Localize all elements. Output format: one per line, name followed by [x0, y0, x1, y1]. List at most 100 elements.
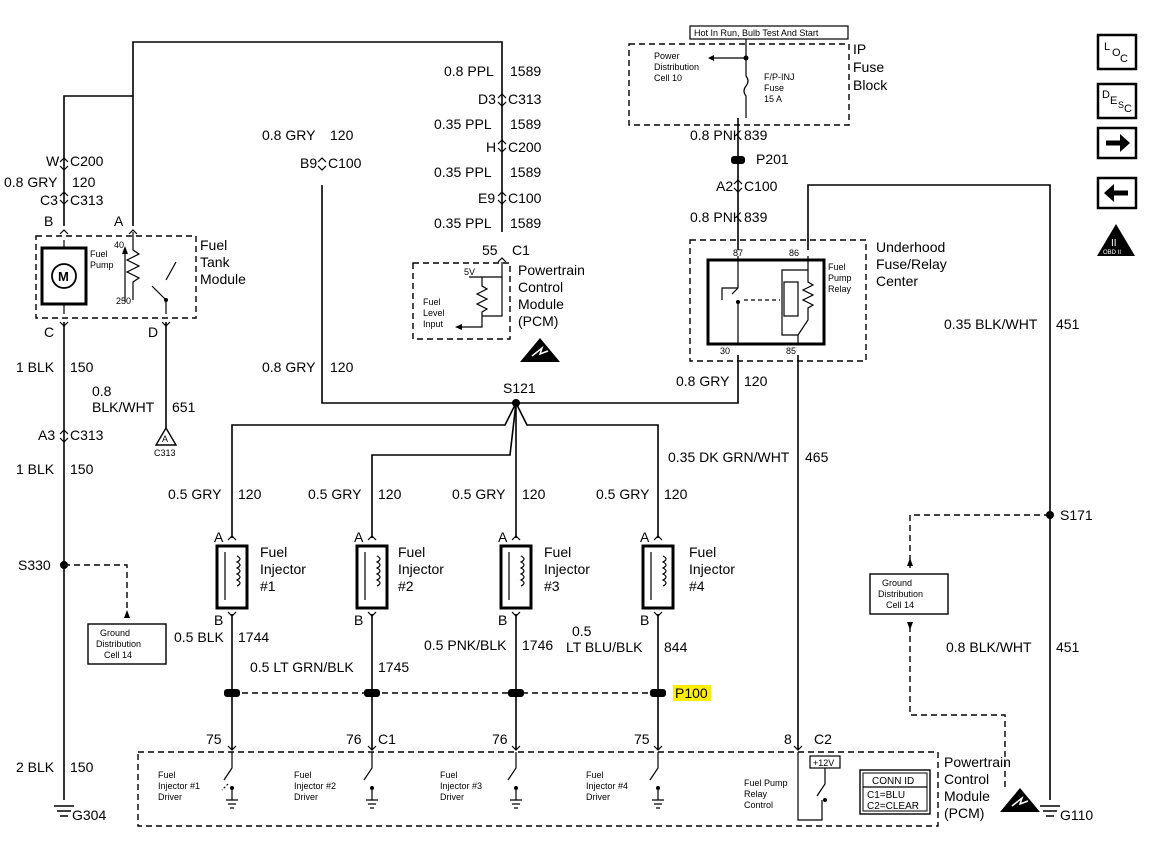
- ground-icon: [1040, 805, 1060, 817]
- relay-ctrl-label-1: Fuel Pump: [744, 778, 788, 788]
- power-dist-line3: Cell 10: [654, 73, 682, 83]
- fuse-block: Hot In Run, Bulb Test And Start Power Di…: [654, 25, 888, 118]
- pin-d: D: [148, 324, 158, 340]
- pump-label-1: Fuel: [90, 249, 108, 259]
- pin-c-mark: [59, 321, 69, 327]
- wire-label: BLK/WHT: [92, 399, 155, 415]
- c313-label-left: C313: [70, 192, 104, 208]
- wire-number: 465: [805, 449, 829, 465]
- fuel-tank-module: M Fuel Pump 40 250 Fuel Tank Module: [40, 232, 246, 314]
- relay-name-3: Relay: [828, 284, 852, 294]
- underhood-relay-center-box: [689, 239, 867, 362]
- fuel-tank-title-1: Fuel: [200, 237, 227, 253]
- arrow-icon: [124, 610, 130, 618]
- inj4-pin-a: A: [640, 529, 650, 545]
- a3-mark: [59, 429, 69, 443]
- c313-ref-triangle: [154, 426, 178, 446]
- wire-label: 1 BLK: [16, 359, 55, 375]
- injector-4-label-3: #4: [689, 578, 705, 594]
- arrow-icon: [907, 622, 913, 630]
- pcm-pin-76-a: 76: [346, 731, 362, 747]
- relay-coil-resistor: [797, 270, 815, 336]
- relay-center-title-2: Fuse/Relay: [876, 256, 947, 272]
- c200-label-mid: C200: [508, 139, 542, 155]
- injector-1-label-2: Injector: [260, 561, 306, 577]
- wire-label: 0.5 GRY: [452, 486, 506, 502]
- pcm-c2-label: C2: [814, 731, 832, 747]
- fuse-name: F/P-INJ: [764, 72, 795, 82]
- relay-center-title-3: Center: [876, 273, 918, 289]
- pcm-top-title-4: (PCM): [518, 313, 558, 329]
- ground-icon: [54, 805, 74, 817]
- fuse-block-title-1: IP: [853, 41, 866, 57]
- pcm-pin-75-b: 75: [634, 731, 650, 747]
- pin-h: H: [486, 139, 496, 155]
- obd-ii-button[interactable]: II OBD II: [1097, 224, 1135, 256]
- c313-mark: [59, 191, 69, 205]
- driver-1: Fuel Injector #1 Driver: [158, 752, 238, 809]
- relay-name-2: Pump: [828, 273, 852, 283]
- injector-3-label-2: Injector: [544, 561, 590, 577]
- loc-o: O: [1112, 47, 1121, 59]
- wire-number: 839: [744, 209, 768, 225]
- inj1-pin-a: A: [214, 529, 224, 545]
- conn-id-c2: C2=CLEAR: [867, 801, 919, 812]
- wire-number: 150: [70, 759, 94, 775]
- r250-label: 250: [116, 296, 131, 306]
- b9-mark: [317, 157, 327, 171]
- pcm-top-title-1: Powertrain: [518, 262, 585, 278]
- injector-3-label-3: #3: [544, 578, 560, 594]
- ground-dist-box-right: [869, 573, 949, 615]
- g110-label: G110: [1060, 807, 1093, 823]
- conn-id-box: [859, 769, 931, 815]
- driver-2-label-2: Injector #2: [294, 781, 336, 791]
- s171-label: S171: [1060, 507, 1093, 523]
- location-button[interactable]: L O C: [1096, 33, 1138, 71]
- relay-pin-85: 85: [786, 346, 796, 356]
- wire-label: 0.8 GRY: [262, 359, 316, 375]
- conn-id-c1: C1=BLU: [867, 790, 905, 801]
- fuse-word: Fuse: [764, 83, 784, 93]
- wire-label: 0.8 GRY: [4, 174, 58, 190]
- c200-mark: [59, 157, 69, 171]
- c313-label-mid: C313: [508, 91, 542, 107]
- injector-1-label-1: Fuel: [260, 544, 287, 560]
- description-button[interactable]: D E S C: [1096, 82, 1138, 120]
- p201-connector-icon: [731, 156, 745, 164]
- next-arrow-button[interactable]: [1096, 126, 1138, 160]
- relay-pin-86: 86: [789, 248, 799, 258]
- ground-dist-box-left: [87, 623, 167, 665]
- wire-number: 120: [522, 486, 546, 502]
- wire-label: 0.35 PPL: [434, 215, 492, 231]
- s171-splice: [1046, 511, 1054, 519]
- relay-pin-30: 30: [720, 346, 730, 356]
- desc-s: S: [1118, 100, 1124, 110]
- hot-in-run-label: Hot In Run, Bulb Test And Start: [694, 28, 819, 38]
- injector-3: Fuel Injector #3: [499, 544, 590, 610]
- p100-highlight: [673, 685, 711, 701]
- driver-1-label-3: Driver: [158, 792, 182, 802]
- wire-number: 1589: [510, 116, 541, 132]
- arrow-right-icon: [1120, 134, 1130, 152]
- wire-label: 0.8 GRY: [262, 127, 316, 143]
- a2-mark: [733, 179, 743, 193]
- prev-arrow-button[interactable]: [1096, 176, 1138, 210]
- wire-label: 0.8: [92, 383, 112, 399]
- splices-grounds: S121 S330 S171 G304 G110 A C313 Ground D…: [18, 380, 1093, 823]
- relay-control: +12V Fuel Pump Relay Control: [744, 752, 841, 821]
- pcm-pin-76-b: 76: [492, 731, 508, 747]
- driver-4: Fuel Injector #4 Driver: [586, 752, 664, 809]
- c313-ref-pin: A: [162, 434, 168, 444]
- v12-label: +12V: [813, 758, 834, 768]
- s330-splice: [60, 561, 68, 569]
- pin-a2: A2: [716, 178, 733, 194]
- inline-connectors: P100 P201: [224, 151, 789, 701]
- c313-label-lower: C313: [70, 427, 104, 443]
- pump-label-2: Pump: [90, 260, 114, 270]
- wire-label: 0.8 PNK: [690, 127, 743, 143]
- wires: [63, 41, 1051, 800]
- injector-2: Fuel Injector #2: [355, 544, 444, 610]
- driver-3-label-1: Fuel: [440, 770, 458, 780]
- pcm-top-title-3: Module: [518, 296, 564, 312]
- motor-icon: [51, 263, 77, 289]
